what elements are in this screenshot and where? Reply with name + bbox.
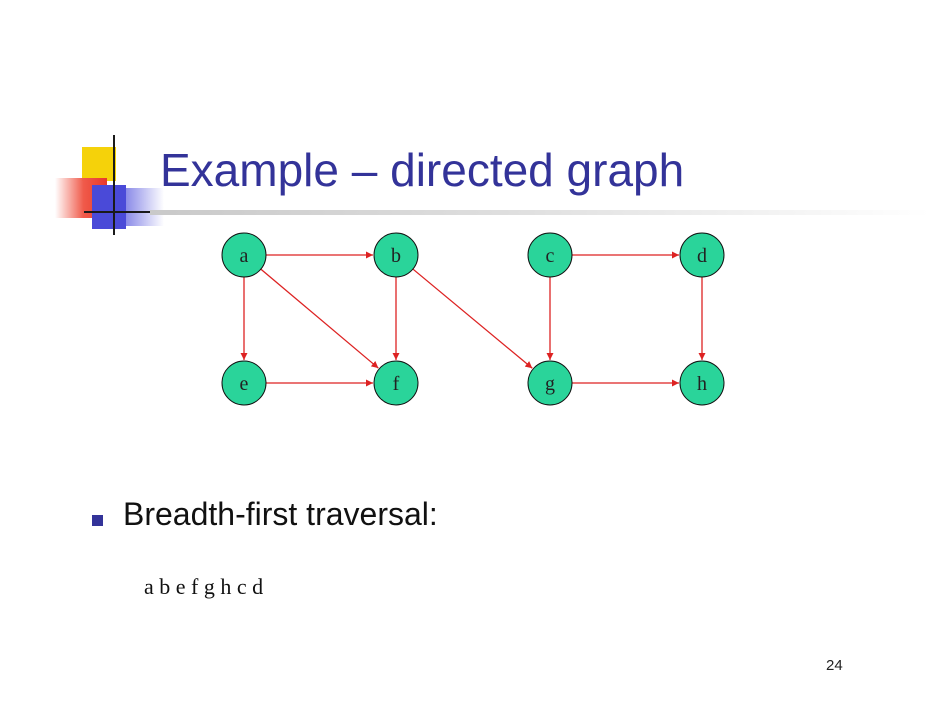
node-label: e bbox=[240, 373, 249, 395]
title-underline bbox=[150, 210, 930, 215]
node-label: g bbox=[545, 373, 555, 395]
slide-title: Example – directed graph bbox=[160, 144, 685, 196]
node-b: b bbox=[373, 232, 419, 278]
node-a: a bbox=[221, 232, 267, 278]
node-label: f bbox=[393, 373, 400, 395]
nodes-layer: a b c d e f g h bbox=[221, 232, 725, 406]
node-c: c bbox=[527, 232, 573, 278]
node-d: d bbox=[679, 232, 725, 278]
edges-layer bbox=[240, 251, 706, 387]
node-label: b bbox=[391, 245, 401, 267]
node-label: c bbox=[546, 245, 555, 267]
decor-horizontal-line bbox=[84, 211, 162, 213]
decor-blue-square bbox=[92, 185, 126, 229]
node-label: a bbox=[240, 245, 249, 267]
decor-yellow-square bbox=[82, 147, 116, 181]
node-circle bbox=[221, 232, 267, 278]
edge-b-g bbox=[412, 268, 533, 369]
page-number: 24 bbox=[826, 657, 843, 674]
node-label: d bbox=[697, 245, 707, 267]
bullet-square-icon bbox=[92, 515, 103, 526]
node-circle bbox=[221, 360, 267, 406]
decor-vertical-line bbox=[113, 135, 115, 235]
traversal-order: a b e f g h c d bbox=[144, 574, 264, 599]
edge-a-f bbox=[260, 268, 379, 369]
node-circle bbox=[679, 360, 725, 406]
bullet-text: Breadth-first traversal: bbox=[123, 496, 438, 532]
node-circle bbox=[527, 232, 573, 278]
node-circle bbox=[527, 360, 573, 406]
node-label: h bbox=[697, 373, 707, 395]
decor-blue-fade bbox=[126, 188, 164, 226]
node-circle bbox=[373, 232, 419, 278]
node-f: f bbox=[373, 360, 419, 406]
node-g: g bbox=[527, 360, 573, 406]
node-h: h bbox=[679, 360, 725, 406]
node-circle bbox=[373, 360, 419, 406]
node-e: e bbox=[221, 360, 267, 406]
node-circle bbox=[679, 232, 725, 278]
